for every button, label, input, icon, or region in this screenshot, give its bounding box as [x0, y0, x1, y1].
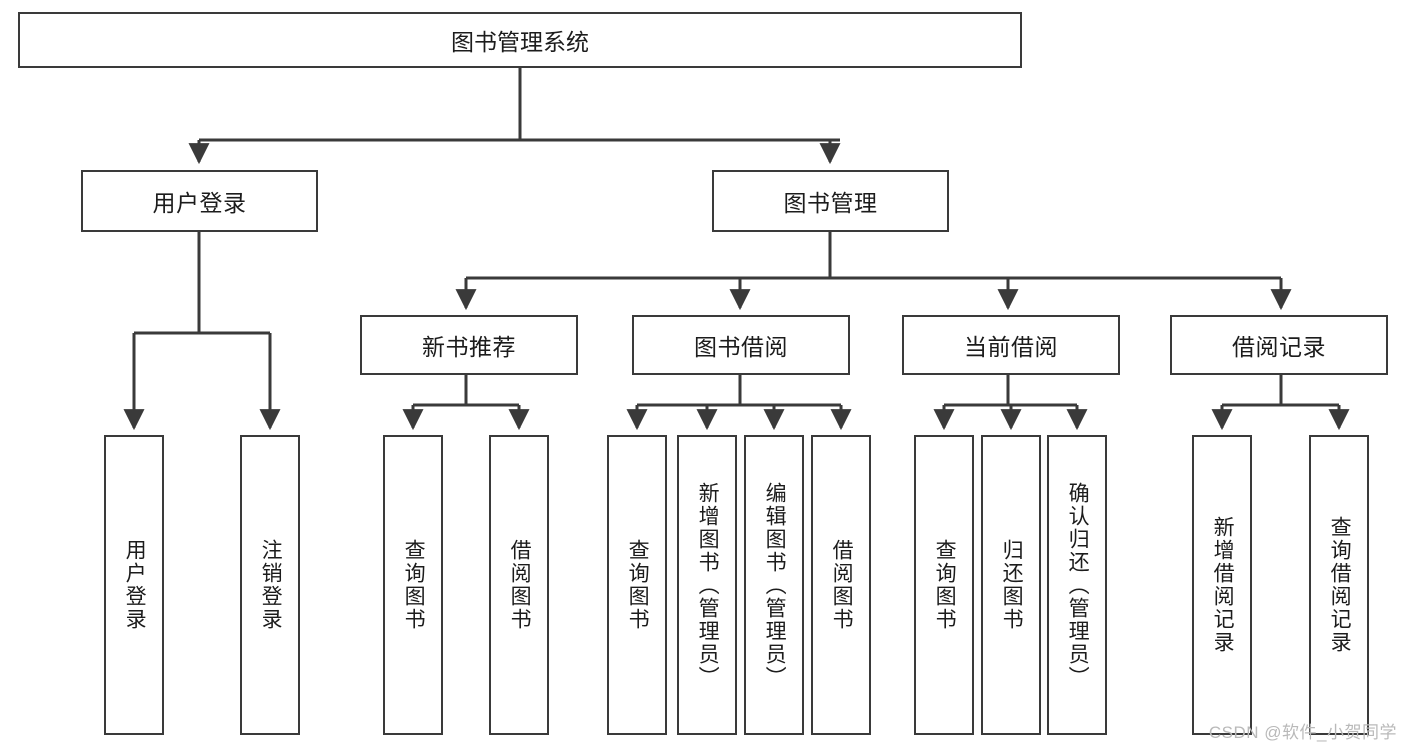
node-leaf-add-book[interactable]: 新增图书（管理员） [677, 435, 737, 735]
node-new-book-recommend[interactable]: 新书推荐 [360, 315, 578, 375]
node-borrow-record-label: 借阅记录 [1232, 334, 1326, 360]
node-leaf-query-record[interactable]: 查询借阅记录 [1309, 435, 1369, 735]
node-root[interactable]: 图书管理系统 [18, 12, 1022, 68]
node-leaf-query-book-1-label: 查询图书 [402, 539, 426, 631]
node-leaf-borrow-book-1[interactable]: 借阅图书 [489, 435, 549, 735]
node-book-borrow-label: 图书借阅 [694, 334, 788, 360]
watermark: CSDN @软件_小贺同学 [1208, 723, 1397, 742]
node-leaf-confirm-return-label: 确认归还（管理员） [1066, 481, 1090, 689]
node-user-login-label: 用户登录 [152, 190, 247, 216]
node-leaf-query-record-label: 查询借阅记录 [1328, 516, 1352, 654]
node-leaf-borrow-book-2-label: 借阅图书 [830, 539, 854, 631]
node-leaf-add-record[interactable]: 新增借阅记录 [1192, 435, 1252, 735]
node-book-manage[interactable]: 图书管理 [712, 170, 949, 232]
node-leaf-user-logout-label: 注销登录 [259, 539, 283, 631]
node-new-book-recommend-label: 新书推荐 [422, 334, 516, 360]
node-leaf-return-book-label: 归还图书 [1000, 539, 1024, 631]
node-leaf-query-book-2-label: 查询图书 [626, 539, 650, 631]
node-book-manage-label: 图书管理 [783, 190, 878, 216]
node-root-label: 图书管理系统 [451, 29, 589, 55]
node-leaf-add-record-label: 新增借阅记录 [1211, 516, 1235, 654]
node-leaf-borrow-book-1-label: 借阅图书 [508, 539, 532, 631]
node-leaf-query-book-3[interactable]: 查询图书 [914, 435, 974, 735]
node-leaf-edit-book-label: 编辑图书（管理员） [763, 481, 787, 689]
node-leaf-add-book-label: 新增图书（管理员） [696, 481, 720, 689]
node-book-borrow[interactable]: 图书借阅 [632, 315, 850, 375]
node-leaf-user-login[interactable]: 用户登录 [104, 435, 164, 735]
node-borrow-record[interactable]: 借阅记录 [1170, 315, 1388, 375]
node-current-borrow-label: 当前借阅 [964, 334, 1058, 360]
node-leaf-query-book-1[interactable]: 查询图书 [383, 435, 443, 735]
node-current-borrow[interactable]: 当前借阅 [902, 315, 1120, 375]
node-leaf-borrow-book-2[interactable]: 借阅图书 [811, 435, 871, 735]
node-leaf-user-logout[interactable]: 注销登录 [240, 435, 300, 735]
node-leaf-query-book-2[interactable]: 查询图书 [607, 435, 667, 735]
node-leaf-confirm-return[interactable]: 确认归还（管理员） [1047, 435, 1107, 735]
node-leaf-edit-book[interactable]: 编辑图书（管理员） [744, 435, 804, 735]
node-leaf-return-book[interactable]: 归还图书 [981, 435, 1041, 735]
node-user-login[interactable]: 用户登录 [81, 170, 318, 232]
node-leaf-query-book-3-label: 查询图书 [933, 539, 957, 631]
node-leaf-user-login-label: 用户登录 [123, 539, 147, 631]
